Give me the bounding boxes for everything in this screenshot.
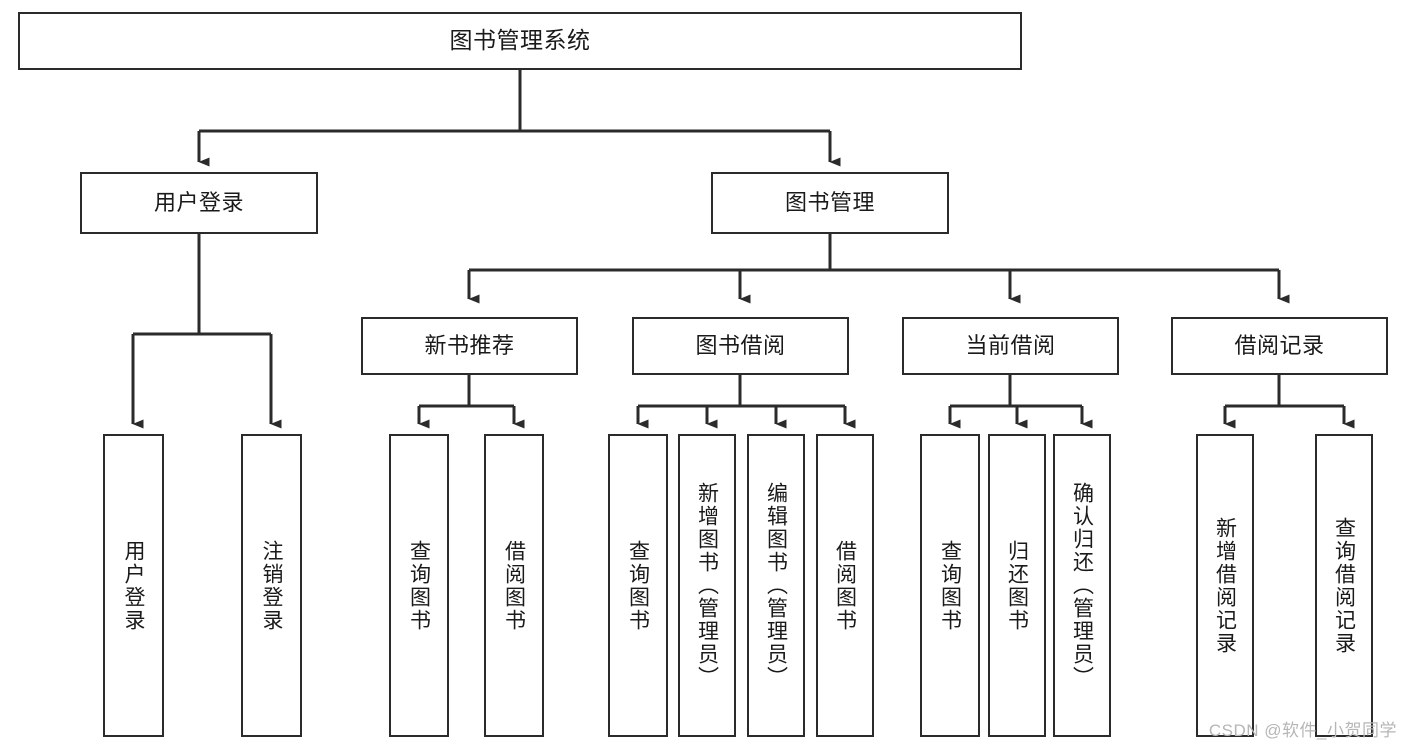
node-book-manage[interactable]: 图书管理: [711, 172, 949, 234]
leaf-add-borrow-record[interactable]: 新增借阅记录: [1196, 434, 1254, 737]
node-book-borrow-label: 图书借阅: [695, 332, 786, 358]
node-new-book-recommend[interactable]: 新书推荐: [361, 317, 578, 375]
leaf-query-borrow-record[interactable]: 查询借阅记录: [1315, 434, 1373, 737]
leaf-borrow-book-1-label: 借阅图书: [502, 539, 526, 632]
node-book-manage-label: 图书管理: [784, 189, 875, 215]
leaf-add-borrow-record-label: 新增借阅记录: [1213, 516, 1237, 655]
leaf-query-book-3-label: 查询图书: [938, 539, 962, 632]
node-user-login[interactable]: 用户登录: [80, 172, 318, 234]
leaf-query-book-2[interactable]: 查询图书: [608, 434, 668, 737]
leaf-query-book-1-label: 查询图书: [407, 539, 431, 632]
leaf-logout[interactable]: 注销登录: [241, 434, 302, 737]
leaf-user-login-label: 用户登录: [122, 539, 145, 632]
leaf-edit-book[interactable]: 编辑图书（管理员）: [747, 434, 805, 737]
leaf-query-borrow-record-label: 查询借阅记录: [1332, 516, 1356, 655]
leaf-confirm-return-label: 确认归还（管理员）: [1070, 482, 1094, 689]
node-new-book-recommend-label: 新书推荐: [424, 332, 515, 358]
leaf-return-book-label: 归还图书: [1005, 539, 1029, 632]
csdn-watermark: CSDN @软件_小贺同学: [1208, 721, 1397, 740]
leaf-borrow-book-2[interactable]: 借阅图书: [816, 434, 874, 737]
leaf-edit-book-label: 编辑图书（管理员）: [764, 482, 788, 689]
leaf-query-book-1[interactable]: 查询图书: [389, 434, 449, 737]
leaf-borrow-book-1[interactable]: 借阅图书: [484, 434, 544, 737]
leaf-confirm-return[interactable]: 确认归还（管理员）: [1053, 434, 1111, 737]
leaf-add-book-label: 新增图书（管理员）: [695, 482, 719, 689]
node-book-borrow[interactable]: 图书借阅: [632, 317, 849, 375]
node-borrow-record[interactable]: 借阅记录: [1171, 317, 1388, 375]
node-borrow-record-label: 借阅记录: [1234, 332, 1325, 358]
leaf-query-book-3[interactable]: 查询图书: [920, 434, 980, 737]
node-current-borrow-label: 当前借阅: [965, 332, 1056, 358]
node-current-borrow[interactable]: 当前借阅: [902, 317, 1119, 375]
leaf-query-book-2-label: 查询图书: [626, 539, 650, 632]
leaf-add-book[interactable]: 新增图书（管理员）: [678, 434, 736, 737]
node-root-label: 图书管理系统: [449, 27, 591, 54]
node-root[interactable]: 图书管理系统: [18, 12, 1022, 70]
leaf-logout-label: 注销登录: [260, 539, 283, 632]
node-user-login-label: 用户登录: [153, 189, 244, 215]
leaf-user-login[interactable]: 用户登录: [103, 434, 164, 737]
leaf-return-book[interactable]: 归还图书: [988, 434, 1046, 737]
leaf-borrow-book-2-label: 借阅图书: [833, 539, 857, 632]
